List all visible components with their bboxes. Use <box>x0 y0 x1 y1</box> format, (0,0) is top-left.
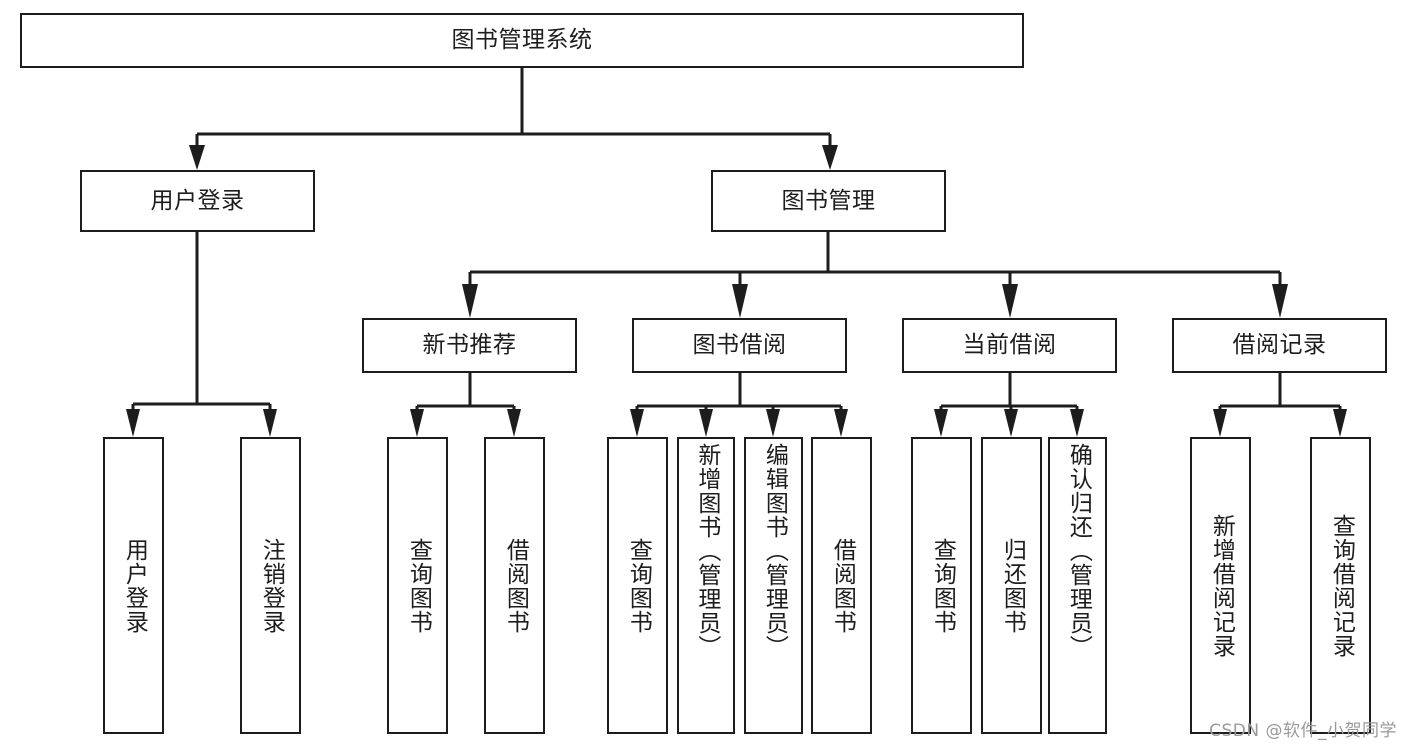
node-new-book-recommend-label: 新书推荐 <box>422 332 517 359</box>
leaf-node-label: 借阅图书 <box>502 537 529 634</box>
leaf-node-label: 注销登录 <box>258 537 285 634</box>
node-user-login-label: 用户登录 <box>150 187 245 214</box>
leaf-node-label: 新增图书（管理员） <box>693 443 720 659</box>
leaf-node[interactable]: 归还图书 <box>981 437 1042 734</box>
leaf-node-label: 查询借阅记录 <box>1328 513 1355 658</box>
leaf-node-label: 查询图书 <box>405 537 432 634</box>
leaf-node-label: 查询图书 <box>625 537 652 634</box>
leaf-node[interactable]: 借阅图书 <box>484 437 545 734</box>
leaf-node[interactable]: 查询图书 <box>387 437 448 734</box>
node-borrow-record-label: 借阅记录 <box>1232 332 1327 359</box>
leaf-node[interactable]: 新增借阅记录 <box>1190 437 1251 734</box>
node-root-system[interactable]: 图书管理系统 <box>20 13 1024 68</box>
leaf-node[interactable]: 查询图书 <box>911 437 972 734</box>
leaf-node[interactable]: 借阅图书 <box>811 437 872 734</box>
leaf-node[interactable]: 查询借阅记录 <box>1310 437 1371 734</box>
leaf-node[interactable]: 确认归还（管理员） <box>1048 437 1107 734</box>
leaf-node-label: 借阅图书 <box>829 537 856 634</box>
leaf-node-label: 编辑图书（管理员） <box>761 443 788 659</box>
node-book-management[interactable]: 图书管理 <box>711 170 946 232</box>
node-borrow-record[interactable]: 借阅记录 <box>1172 318 1387 373</box>
node-current-borrow[interactable]: 当前借阅 <box>902 318 1117 373</box>
node-current-borrow-label: 当前借阅 <box>962 332 1057 359</box>
node-book-borrow-label: 图书借阅 <box>692 332 787 359</box>
leaf-node-label: 用户登录 <box>121 537 148 634</box>
leaf-node-label: 归还图书 <box>999 537 1026 634</box>
leaf-node-label: 确认归还（管理员） <box>1065 443 1092 659</box>
leaf-node-label: 查询图书 <box>929 537 956 634</box>
leaf-node-label: 新增借阅记录 <box>1208 513 1235 658</box>
node-book-borrow[interactable]: 图书借阅 <box>632 318 847 373</box>
leaf-node[interactable]: 编辑图书（管理员） <box>744 437 803 734</box>
leaf-node[interactable]: 用户登录 <box>103 437 164 734</box>
leaf-node[interactable]: 注销登录 <box>240 437 301 734</box>
node-book-management-label: 图书管理 <box>781 187 876 214</box>
leaf-node[interactable]: 查询图书 <box>607 437 668 734</box>
leaf-node[interactable]: 新增图书（管理员） <box>677 437 735 734</box>
node-new-book-recommend[interactable]: 新书推荐 <box>362 318 577 373</box>
node-root-label: 图书管理系统 <box>451 27 593 54</box>
watermark-text: CSDN @软件_小贺同学 <box>1209 721 1397 741</box>
node-user-login[interactable]: 用户登录 <box>80 170 315 232</box>
